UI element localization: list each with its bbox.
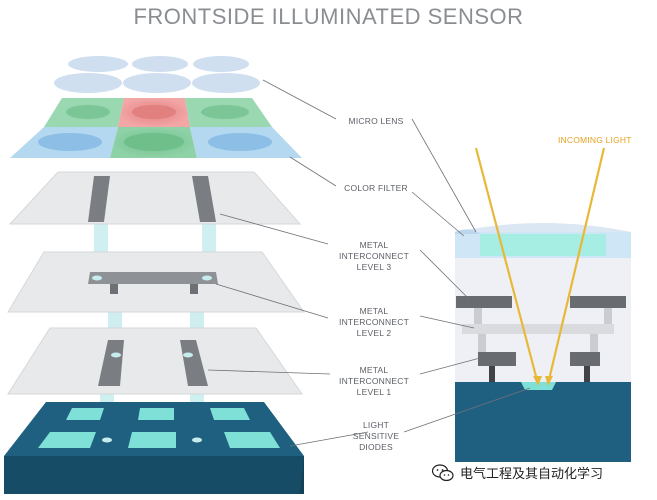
metal1-line1: METAL INTERCONNECT	[339, 365, 409, 386]
micro-lens-layer	[54, 56, 260, 93]
label-metal-interconnect-1: METAL INTERCONNECT LEVEL 1	[324, 365, 424, 398]
label-color-filter: COLOR FILTER	[336, 183, 416, 194]
label-metal-interconnect-2: METAL INTERCONNECT LEVEL 2	[324, 306, 424, 339]
color-filter-text: COLOR FILTER	[344, 183, 408, 193]
diodes-line1: LIGHT	[362, 420, 390, 430]
metal2-line1: METAL INTERCONNECT	[339, 306, 409, 327]
photodiode-layer	[4, 402, 304, 494]
micro-lens-text: MICRO LENS	[348, 116, 404, 126]
color-filter-layer	[10, 98, 302, 158]
diodes-line3: DIODES	[359, 442, 393, 452]
metal-level-3-layer	[8, 171, 302, 225]
watermark: 电气工程及其自动化学习	[432, 463, 603, 482]
metal3-line2: LEVEL 3	[356, 262, 392, 272]
label-metal-interconnect-3: METAL INTERCONNECT LEVEL 3	[324, 240, 424, 273]
wechat-icon	[432, 463, 454, 481]
metal-level-1-layer	[7, 327, 303, 395]
label-micro-lens: MICRO LENS	[336, 116, 416, 127]
watermark-text: 电气工程及其自动化学习	[460, 466, 604, 481]
diagram-title: FRONTSIDE ILLUMINATED SENSOR	[133, 4, 524, 29]
metal3-line1: METAL INTERCONNECT	[339, 240, 409, 261]
label-light-sensitive-diodes: LIGHT SENSITIVE DIODES	[346, 420, 406, 453]
light-beams	[94, 212, 216, 428]
metal2-line2: LEVEL 2	[356, 328, 392, 338]
metal1-line2: LEVEL 1	[356, 387, 392, 397]
label-incoming-light: INCOMING LIGHT	[558, 135, 632, 145]
incoming-light-rays	[474, 147, 606, 386]
diodes-line2: SENSITIVE	[352, 431, 400, 441]
leader-lines	[207, 79, 531, 447]
metal-level-2-layer	[7, 251, 305, 313]
cross-section	[455, 223, 631, 462]
